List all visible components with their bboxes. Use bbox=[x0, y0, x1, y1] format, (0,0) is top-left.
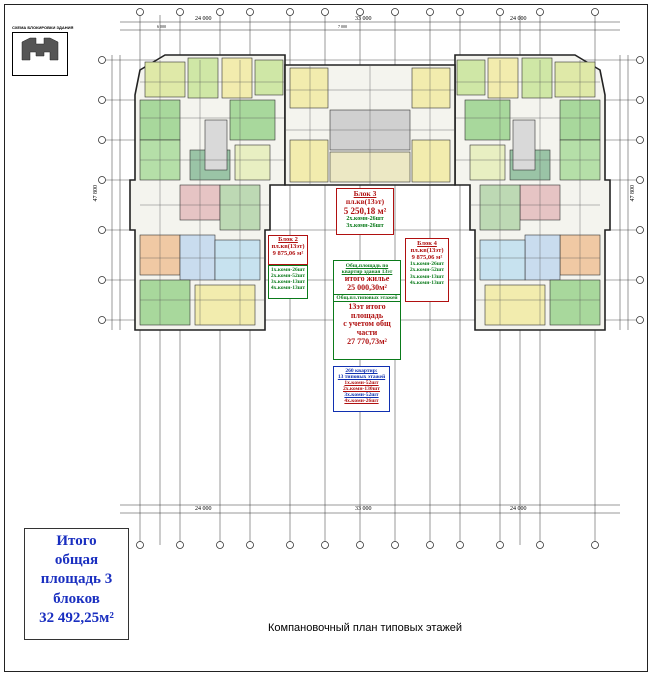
dim-module-a: 6 000 bbox=[157, 24, 166, 29]
summary-line10: 27 770,73м² bbox=[347, 336, 387, 346]
block-2-area-label: пл.кв(13эт) bbox=[271, 243, 305, 251]
block-2-area: 9 875,06 м² bbox=[272, 250, 304, 258]
dim-bottom-center: 33 000 bbox=[355, 506, 372, 512]
dim-top-left: 24 000 bbox=[195, 16, 212, 22]
block-3-tag: Блок 3 пл.кв(13эт) 5 250,18 м² 2х.комн-2… bbox=[336, 188, 394, 235]
drawing-frame bbox=[4, 4, 648, 672]
total-area-box: Итого общая площадь 3 блоков 32 492,25м² bbox=[24, 528, 129, 640]
block-2-apt1: 1х.комн-26шт bbox=[270, 267, 306, 273]
summary-line3: итого жилье bbox=[344, 274, 390, 284]
apartments-line6: 4х.комн-26шт bbox=[344, 398, 379, 405]
apartments-line5: 3х.комн-52шт bbox=[344, 392, 379, 399]
schema-box bbox=[12, 32, 68, 76]
block-4-area: 9 875,06 м² bbox=[411, 254, 443, 262]
schema-title: СХЕМА БЛОКИРОВКИ ЗДАНИЯ bbox=[12, 25, 74, 30]
block-4-name: Блок 4 bbox=[417, 240, 437, 247]
block-2-apt2: 2х.комн-52шт bbox=[270, 273, 306, 280]
total-line3: площадь 3 bbox=[40, 571, 113, 588]
dim-side-right: 47 800 bbox=[629, 185, 636, 202]
apartments-line1: 260 квартир: bbox=[345, 368, 378, 374]
total-line4: блоков bbox=[53, 590, 100, 607]
block-4-apt1: 1х.комн-26шт bbox=[409, 261, 445, 268]
dim-bottom-left: 24 000 bbox=[195, 506, 212, 512]
block-3-apt2: 2х.комн-26шт bbox=[346, 216, 384, 223]
total-line1: Итого bbox=[56, 533, 97, 549]
apartments-line2: 13 типовых этажей bbox=[337, 374, 386, 381]
dim-side-left: 47 800 bbox=[92, 185, 99, 202]
summary-line6: 13эт итого bbox=[348, 301, 386, 311]
block-2-apartments: 1х.комн-26шт 2х.комн-52шт 3х.комн-13шт 4… bbox=[268, 265, 308, 299]
total-line5: 32 492,25м² bbox=[39, 609, 114, 626]
dim-module-b: 7 000 bbox=[338, 24, 347, 29]
dim-top-center: 33 000 bbox=[355, 16, 372, 22]
total-line2: общая bbox=[54, 552, 99, 569]
summary-line2: квартир зданая 13эт bbox=[341, 269, 393, 276]
block-3-name: Блок 3 bbox=[353, 189, 377, 198]
dim-top-right: 24 000 bbox=[510, 16, 527, 22]
block-2-name: Блок 2 bbox=[278, 236, 298, 243]
center-summary: Общ.площадь по квартир зданая 13эт итого… bbox=[333, 260, 401, 360]
drawing-caption: Компановочный план типовых этажей bbox=[268, 622, 463, 634]
block-4-tag: Блок 4 пл.кв(13эт) 9 875,06 м² 1х.комн-2… bbox=[405, 238, 449, 302]
block-4-apt3: 3х.комн-13шт bbox=[409, 273, 445, 280]
block-3-area: 5 250,18 м² bbox=[343, 205, 387, 216]
dim-bottom-right: 24 000 bbox=[510, 506, 527, 512]
summary-line5: Общ.пл.типовых этажей bbox=[334, 293, 400, 302]
summary-line1: Общ.площадь по bbox=[345, 263, 389, 269]
block-2-apt3: 3х.комн-13шт bbox=[270, 279, 306, 286]
block-2-tag: Блок 2 пл.кв(13эт) 9 875,06 м² bbox=[268, 235, 308, 265]
apartments-line3: 1х.комн-52шт bbox=[344, 380, 379, 387]
apartments-line4: 2х.комн-130шт bbox=[343, 386, 380, 393]
block-2-apt4: 4х.комн-13шт bbox=[270, 285, 306, 292]
block-3-apt3: 3х.комн-26шт bbox=[346, 222, 384, 229]
summary-line4: 25 000,30м² bbox=[347, 282, 387, 292]
block-4-area-label: пл.кв(13эт) bbox=[410, 247, 444, 255]
block-4-apt4: 4х.комн-13шт bbox=[409, 279, 445, 286]
summary-line7: площадь bbox=[350, 310, 384, 320]
summary-line9: части bbox=[356, 328, 378, 338]
apartments-summary: 260 квартир: 13 типовых этажей 1х.комн-5… bbox=[333, 366, 390, 412]
block-3-area-label: пл.кв(13эт) bbox=[345, 197, 385, 207]
block-4-apt2: 2х.комн-52шт bbox=[409, 267, 445, 274]
summary-line8: с учетом общ bbox=[343, 319, 391, 329]
